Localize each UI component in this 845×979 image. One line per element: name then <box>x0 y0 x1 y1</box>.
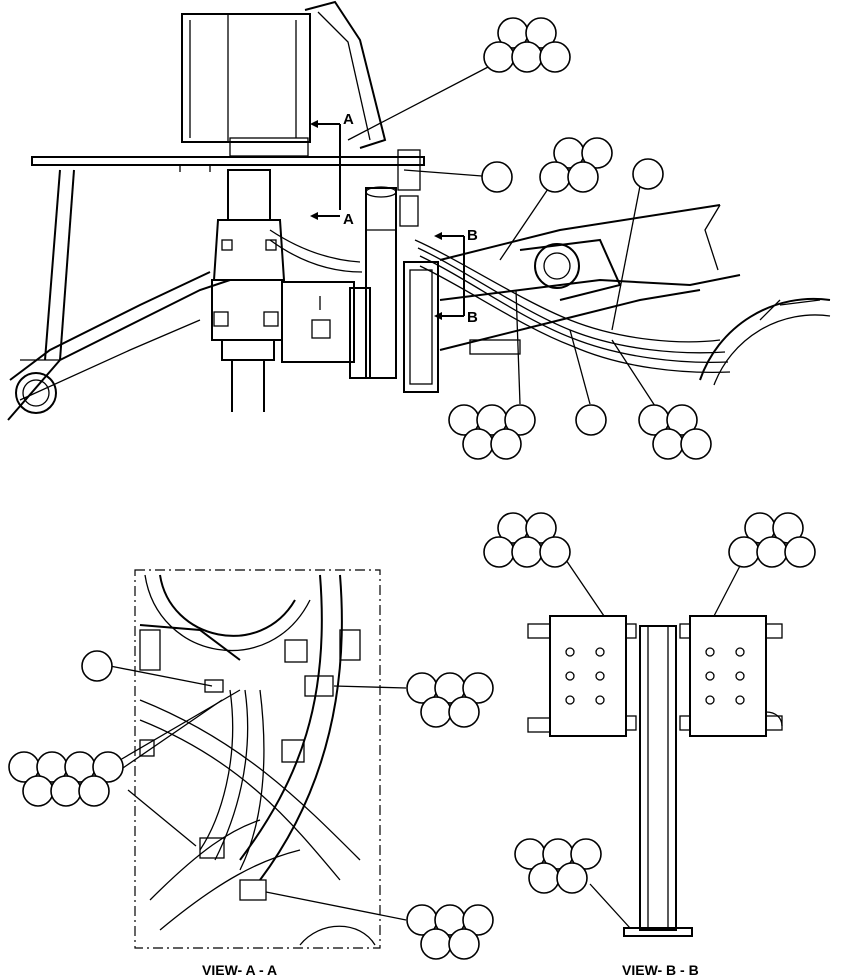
view-a-drum <box>139 574 361 671</box>
left-boom <box>7 169 231 421</box>
view-b-b: VIEW- B - B <box>483 512 816 978</box>
callout-cluster-view-b-right <box>728 512 816 568</box>
view-b-caption: VIEW- B - B <box>622 962 699 978</box>
vertical-pipe <box>365 186 397 379</box>
view-a-a: VIEW- A - A <box>8 569 494 978</box>
callout-cluster-mid <box>539 137 613 193</box>
leader-lines-main <box>347 65 656 407</box>
view-a-clamps <box>139 639 334 901</box>
callout-cluster-bottom-left <box>448 404 536 460</box>
connector-stack <box>397 149 421 227</box>
central-column <box>211 169 286 412</box>
callout-single-2 <box>632 158 664 190</box>
view-b-right-block <box>679 615 783 737</box>
callout-cluster-view-a-bottom <box>406 904 494 960</box>
slanted-tower <box>304 0 387 149</box>
callout-cluster-view-a-left <box>8 751 124 807</box>
right-boom <box>439 204 741 355</box>
gear-arc <box>699 297 831 386</box>
section-marker-b-upper: B <box>467 227 478 244</box>
view-b-left-block <box>527 615 637 737</box>
callout-single-1 <box>481 161 513 193</box>
callout-cluster-top <box>483 17 571 73</box>
callout-single-3 <box>575 404 607 436</box>
section-marker-a-lower: A <box>343 211 354 228</box>
section-marker-a-upper: A <box>343 111 354 128</box>
upper-cabinet <box>181 13 311 157</box>
callout-single-view-a <box>81 650 113 682</box>
section-marker-b-lower: B <box>467 309 478 326</box>
leader-lines-view-b <box>565 559 743 929</box>
callout-cluster-view-b-bottom <box>514 838 602 894</box>
section-arrows <box>310 120 465 320</box>
view-a-caption: VIEW- A - A <box>202 962 277 978</box>
main-assembly-view: A A B B <box>7 0 831 460</box>
view-a-hoses <box>139 574 376 946</box>
hose-bundle <box>269 229 731 373</box>
view-a-frame <box>134 569 381 949</box>
fan-housing <box>403 261 439 393</box>
leader-lines-view-a <box>109 665 407 921</box>
platform-deck <box>31 156 425 172</box>
callout-cluster-view-a-right <box>406 672 494 728</box>
callout-cluster-bottom-right <box>638 404 712 460</box>
callout-cluster-view-b-left <box>483 512 571 568</box>
control-housing <box>281 281 371 379</box>
view-b-post <box>623 625 693 937</box>
